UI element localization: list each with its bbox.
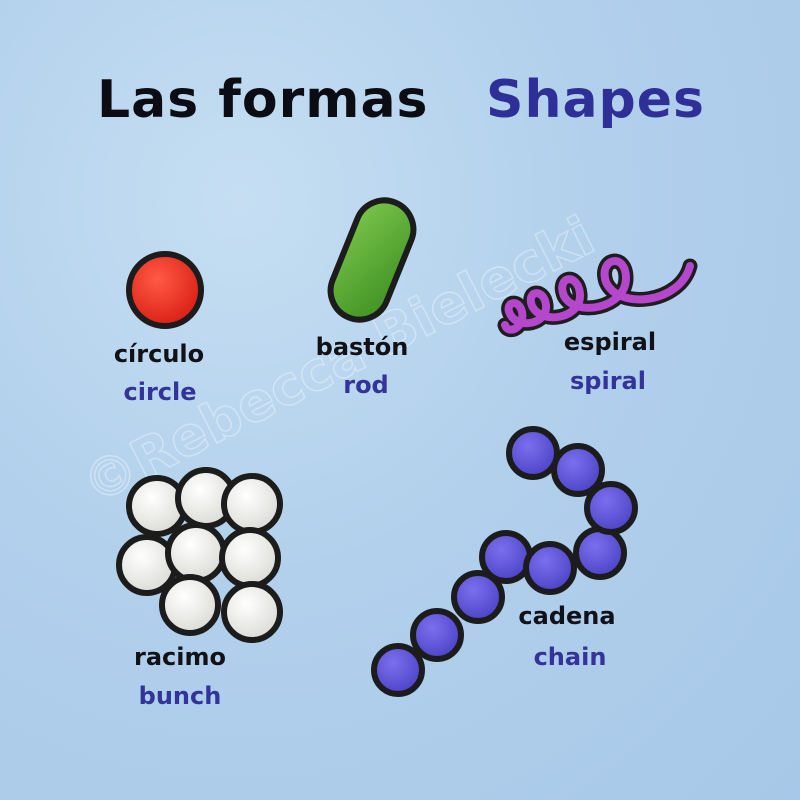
label-circle-spanish: círculo (113, 340, 205, 368)
spiral-icon (497, 253, 698, 337)
label-rod-english: rod (343, 371, 389, 399)
label-bunch-english: bunch (138, 682, 222, 710)
chain-icon (371, 426, 638, 697)
circle-icon (126, 251, 204, 329)
label-circle-english: circle (123, 378, 197, 406)
bunch-icon (116, 467, 283, 643)
label-spiral-english: spiral (570, 367, 646, 395)
label-chain-english: chain (533, 643, 607, 671)
label-bunch-spanish: racimo (134, 643, 226, 671)
label-rod-spanish: bastón (315, 333, 409, 361)
title-spanish: Las formas (97, 70, 429, 130)
title-english: Shapes (486, 70, 706, 130)
rod-icon (327, 197, 417, 323)
label-spiral-spanish: espiral (563, 328, 657, 356)
label-chain-spanish: cadena (518, 602, 616, 630)
